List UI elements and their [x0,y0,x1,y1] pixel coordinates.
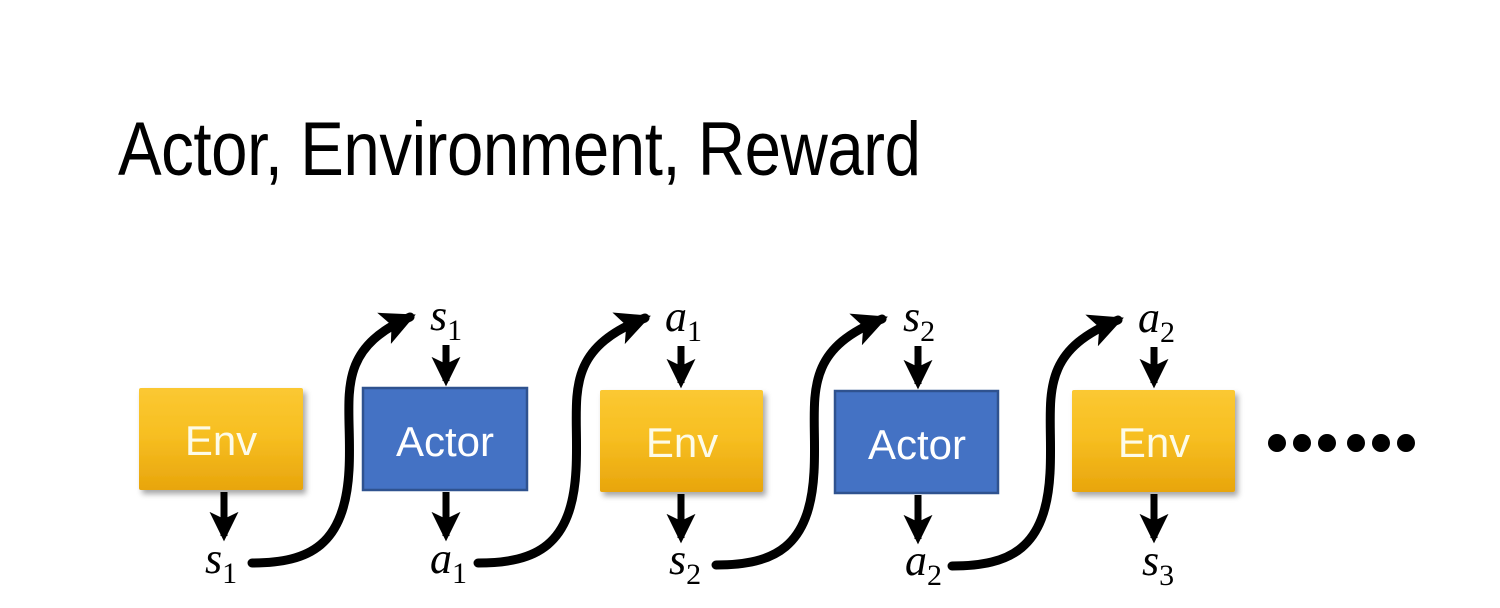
node-env2[interactable]: Env [600,390,763,492]
node-label: Env [646,419,718,466]
label-base: a [905,536,927,585]
label-base: s [205,534,222,583]
svg-text:s2: s2 [903,292,935,348]
svg-text:a2: a2 [905,536,942,592]
bottom-label-s2: s2 [669,535,701,591]
ellipsis-dot [1293,434,1311,452]
bottom-label-s3: s3 [1142,536,1174,592]
node-actor1[interactable]: Actor [361,386,529,492]
node-env3[interactable]: Env [1072,390,1235,492]
connector-group [247,312,1124,571]
label-subscript: 1 [222,557,237,590]
label-base: s [903,292,920,341]
label-base: s [669,535,686,584]
top-label-a2: a2 [1138,293,1175,349]
label-base: a [430,534,452,583]
continuation-ellipsis [1268,434,1415,452]
page-title: Actor, Environment, Reward [118,107,921,192]
connector-a1-to-top-a1 [473,312,651,568]
actor-box-shape [833,389,1000,495]
top-label-a1: a1 [665,292,702,348]
label-base: a [665,292,687,341]
label-subscript: 2 [920,315,935,348]
node-label: Actor [396,418,494,465]
node-env1[interactable]: Env [139,388,303,490]
env-box-shape [1072,390,1235,492]
label-base: s [430,291,447,340]
label-subscript: 1 [452,557,467,590]
label-subscript: 2 [927,559,942,592]
ellipsis-dot [1397,434,1415,452]
label-base: s [1142,536,1159,585]
bottom-label-a2: a2 [905,536,942,592]
node-label: Env [1118,419,1190,466]
label-subscript: 1 [447,314,462,347]
bottom-label-s1: s1 [205,534,237,590]
label-subscript: 2 [1160,316,1175,349]
connector-s1-to-top-s1 [247,312,416,568]
svg-text:s2: s2 [669,535,701,591]
svg-text:s1: s1 [430,291,462,347]
node-actor2[interactable]: Actor [833,389,1000,495]
label-subscript: 1 [687,315,702,348]
env-box-shape [139,388,303,490]
label-subscript: 3 [1159,559,1174,592]
ellipsis-dot [1372,434,1390,452]
svg-text:a1: a1 [665,292,702,348]
vertical-arrow-group [209,345,1169,545]
label-subscript: 2 [686,558,701,591]
top-label-s2: s2 [903,292,935,348]
node-label: Env [185,417,257,464]
connector-s2-to-top-s2 [711,313,888,570]
bottom-label-a1: a1 [430,534,467,590]
node-label: Actor [868,421,966,468]
ellipsis-dot [1347,434,1365,452]
top-label-s1: s1 [430,291,462,347]
svg-text:s1: s1 [205,534,237,590]
label-base: a [1138,293,1160,342]
ellipsis-dot [1318,434,1336,452]
actor-box-shape [361,386,529,492]
connector-a2-to-top-a2 [947,314,1124,571]
ellipsis-dot [1268,434,1286,452]
svg-text:a1: a1 [430,534,467,590]
svg-text:s3: s3 [1142,536,1174,592]
env-box-shape [600,390,763,492]
svg-text:a2: a2 [1138,293,1175,349]
